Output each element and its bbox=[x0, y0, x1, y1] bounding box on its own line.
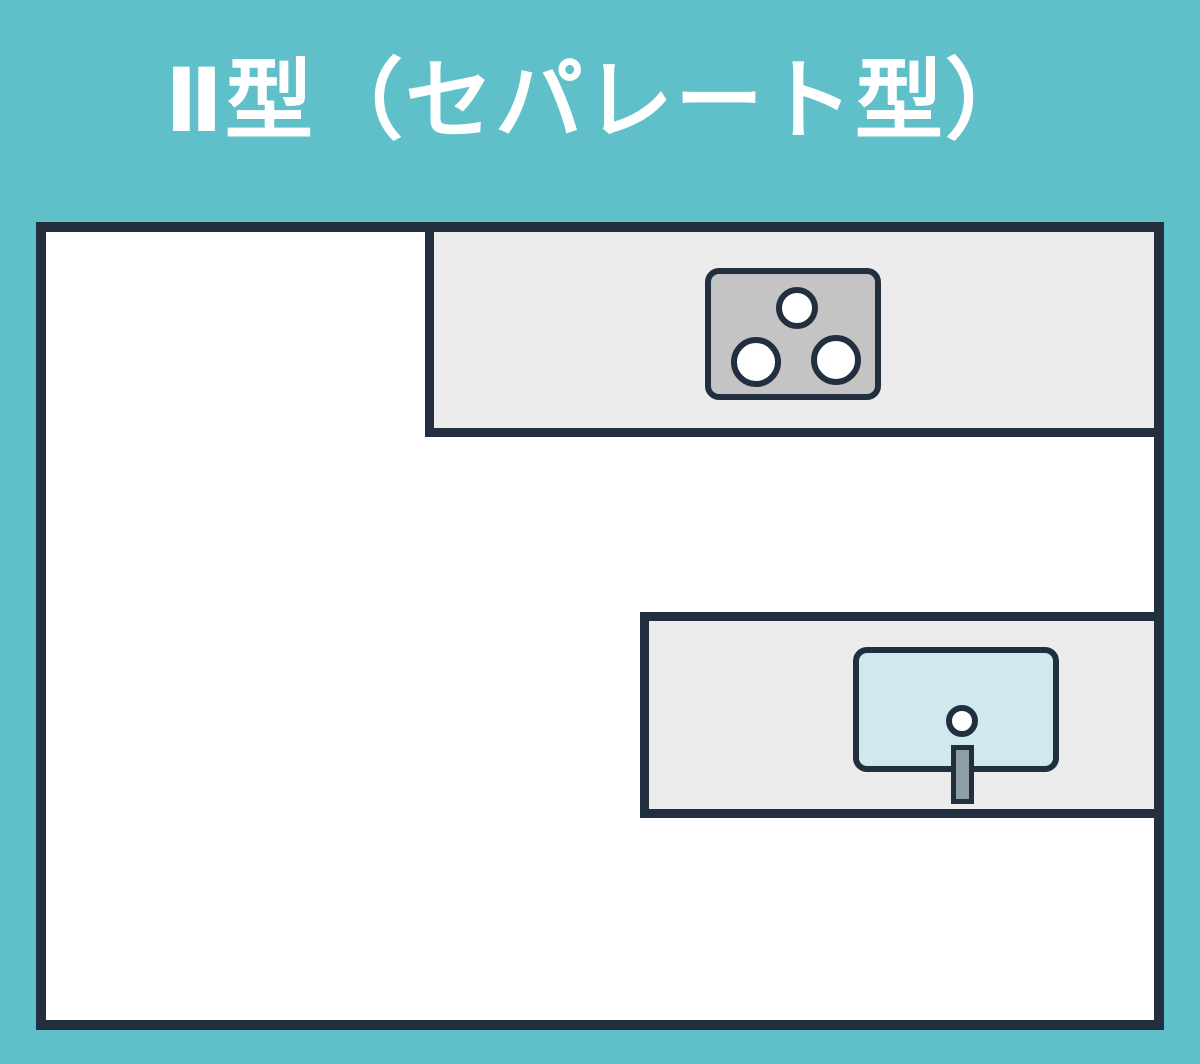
stove-burner-icon bbox=[731, 337, 781, 387]
stove-burner-icon bbox=[811, 335, 861, 385]
stove-icon bbox=[705, 268, 881, 400]
sink-icon bbox=[853, 647, 1059, 804]
faucet-icon bbox=[946, 705, 978, 737]
faucet-handle-icon bbox=[951, 745, 974, 804]
room-outline bbox=[36, 222, 1164, 1030]
stove-burner-icon bbox=[776, 287, 818, 329]
cooktop-counter bbox=[425, 232, 1154, 437]
sink-counter bbox=[640, 612, 1154, 818]
diagram-title: Ⅱ型（セパレート型） bbox=[165, 51, 1035, 150]
